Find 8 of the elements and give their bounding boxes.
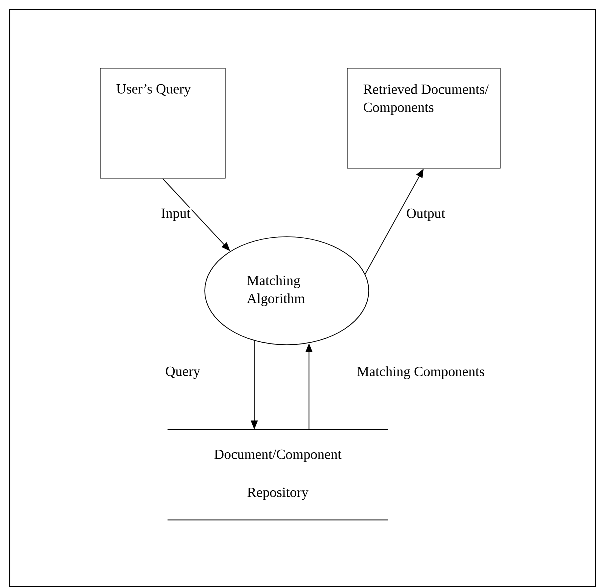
data-store: Document/Component Repository	[167, 429, 389, 521]
edge-label: Matching Components	[356, 366, 486, 380]
edge-label: Output	[406, 208, 446, 222]
edge-label: Query	[164, 366, 202, 380]
output-box: Retrieved Documents/ Components	[347, 68, 501, 169]
arrow	[162, 178, 230, 252]
process-box: User’s Query	[100, 68, 226, 179]
edge-label: Input	[160, 208, 192, 222]
